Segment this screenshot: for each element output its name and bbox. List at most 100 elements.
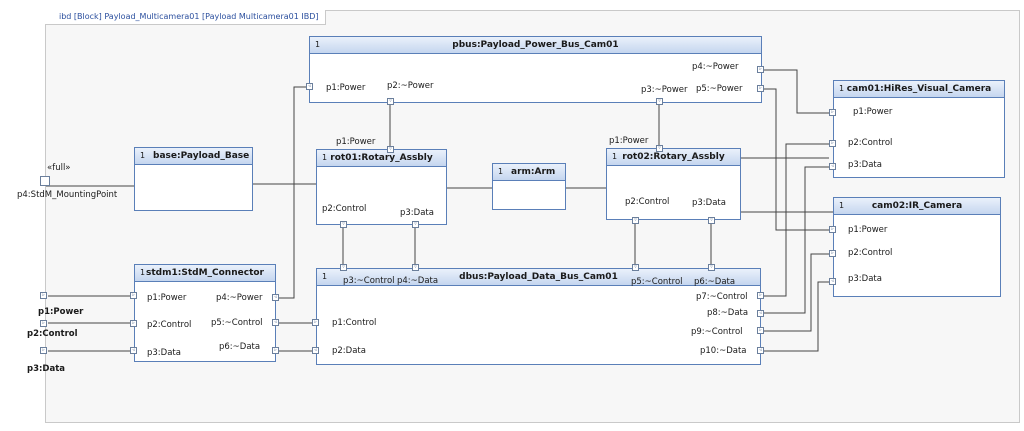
multiplicity-label: 1 [498, 167, 504, 176]
multiplicity-label: 1 [140, 151, 146, 160]
rot01-port-p2-label: p2:Control [322, 204, 367, 214]
multiplicity-label: 1 [612, 152, 618, 161]
block-title: stdm1:StdM_Connector [146, 268, 264, 278]
stereotype-full-label: «full» [47, 163, 71, 173]
connector-line [764, 281, 829, 352]
connector-line [279, 86, 306, 299]
pbus-port-p4-label: p4:~Power [692, 62, 739, 72]
dbus-port-p9[interactable]: ▹ [757, 327, 764, 334]
dbus-port-p3[interactable]: ▿ [340, 264, 347, 271]
stdm1-port-p4[interactable]: ◃ [272, 294, 279, 301]
frame-port-p2[interactable]: ▹ [40, 320, 47, 327]
dbus-port-p7-label: p7:~Control [696, 292, 748, 302]
stdm1-port-p5[interactable]: ◃ [272, 319, 279, 326]
pbus-port-p2[interactable]: ▿ [387, 98, 394, 105]
connector-line [764, 253, 829, 332]
dbus-port-p10-label: p10:~Data [700, 346, 747, 356]
stdm1-port-p1[interactable]: ▹ [130, 292, 137, 299]
cam01-port-p1[interactable]: ▹ [829, 109, 836, 116]
rot01-port-p3[interactable]: ▿ [412, 221, 419, 228]
cam01-port-p2-label: p2:Control [848, 138, 893, 148]
connector-line [764, 69, 829, 114]
rot01-port-p1-label: p1:Power [336, 137, 376, 147]
block-cam02[interactable]: 1 cam02:IR_Camera [833, 197, 1001, 297]
frame-port-p1[interactable]: ▹ [40, 292, 47, 299]
pbus-port-p3[interactable]: ▿ [656, 98, 663, 105]
cam01-port-p1-label: p1:Power [853, 107, 893, 117]
dbus-port-p1-label: p1:Control [332, 318, 377, 328]
multiplicity-label: 1 [322, 153, 328, 162]
stdm1-port-p2-label: p2:Control [147, 320, 192, 330]
mounting-point-label: p4:StdM_MountingPoint [17, 190, 118, 200]
rot02-port-p1[interactable]: ▿ [656, 145, 663, 152]
rot01-port-p2[interactable]: ▿ [340, 221, 347, 228]
dbus-port-p8-label: p8:~Data [707, 308, 749, 318]
multiplicity-label: 1 [315, 40, 321, 49]
stdm1-port-p5-label: p5:~Control [211, 318, 263, 328]
cam02-port-p2[interactable]: ▹ [829, 250, 836, 257]
connector-line [764, 88, 829, 231]
frame-port-p2-label: p2:Control [27, 329, 78, 339]
block-title: rot01:Rotary_Assbly [330, 153, 433, 163]
block-dbus[interactable]: 1 dbus:Payload_Data_Bus_Cam01 [316, 268, 761, 365]
dbus-port-p7[interactable]: ▹ [757, 292, 764, 299]
dbus-port-p5-label: p5:~Control [631, 277, 683, 287]
cam02-port-p1[interactable]: ▹ [829, 226, 836, 233]
block-title: cam02:IR_Camera [871, 201, 963, 211]
block-rot02[interactable]: 1 rot02:Rotary_Assbly [606, 148, 741, 220]
dbus-port-p6[interactable]: ▿ [708, 264, 715, 271]
pbus-port-p5[interactable]: ▹ [757, 85, 764, 92]
multiplicity-label: 1 [839, 201, 845, 210]
stdm1-port-p6[interactable]: ▹ [272, 347, 279, 354]
block-title: dbus:Payload_Data_Bus_Cam01 [459, 272, 618, 282]
pbus-port-p1[interactable]: ◃ [306, 83, 313, 90]
dbus-port-p4[interactable]: ▿ [412, 264, 419, 271]
dbus-port-p5[interactable]: ▿ [632, 264, 639, 271]
dbus-port-p8[interactable]: ◃ [757, 310, 764, 317]
cam01-port-p3[interactable]: ◃ [829, 163, 836, 170]
block-arm[interactable]: 1 arm:Arm [492, 163, 566, 210]
cam02-port-p3[interactable]: ◃ [829, 278, 836, 285]
dbus-port-p6-label: p6:~Data [694, 277, 736, 287]
frame-port-p3[interactable]: ▹ [40, 347, 47, 354]
rot02-port-p1-label: p1:Power [609, 136, 649, 146]
block-title: cam01:HiRes_Visual_Camera [846, 84, 992, 94]
cam01-port-p2[interactable]: ▹ [829, 140, 836, 147]
cam02-port-p2-label: p2:Control [848, 248, 893, 258]
rot01-port-p1[interactable]: ▿ [387, 146, 394, 153]
dbus-port-p2[interactable]: ◃ [312, 347, 319, 354]
multiplicity-label: 1 [140, 268, 146, 277]
stdm1-port-p3[interactable]: ◃ [130, 347, 137, 354]
mounting-point-port[interactable] [40, 176, 50, 186]
pbus-port-p3-label: p3:~Power [641, 85, 688, 95]
pbus-port-p4[interactable]: ▹ [757, 66, 764, 73]
dbus-port-p2-label: p2:Data [332, 346, 366, 356]
rot02-port-p3[interactable]: ▿ [708, 217, 715, 224]
multiplicity-label: 1 [322, 272, 328, 281]
cam02-port-p1-label: p1:Power [848, 225, 888, 235]
rot02-port-p3-label: p3:Data [692, 198, 726, 208]
block-title: rot02:Rotary_Assbly [622, 152, 725, 162]
rot02-port-p2[interactable]: ▿ [632, 217, 639, 224]
diagram-title: ibd [Block] Payload_Multicamera01 [Paylo… [45, 10, 326, 25]
rot01-port-p3-label: p3:Data [400, 208, 434, 218]
connector-line [764, 143, 829, 297]
block-title: arm:Arm [511, 167, 556, 177]
block-base[interactable]: 1 base:Payload_Base [134, 147, 253, 211]
stdm1-port-p1-label: p1:Power [147, 293, 187, 303]
block-title: base:Payload_Base [153, 151, 250, 161]
multiplicity-label: 1 [839, 84, 845, 93]
dbus-port-p10[interactable]: ◃ [757, 347, 764, 354]
dbus-port-p9-label: p9:~Control [691, 327, 743, 337]
stdm1-port-p2[interactable]: ▹ [130, 320, 137, 327]
stdm1-port-p4-label: p4:~Power [216, 293, 263, 303]
frame-port-p1-label: p1:Power [38, 307, 84, 317]
dbus-port-p1[interactable]: ▹ [312, 319, 319, 326]
dbus-port-p3-label: p3:~Control [343, 276, 395, 286]
connector-line [764, 166, 829, 314]
